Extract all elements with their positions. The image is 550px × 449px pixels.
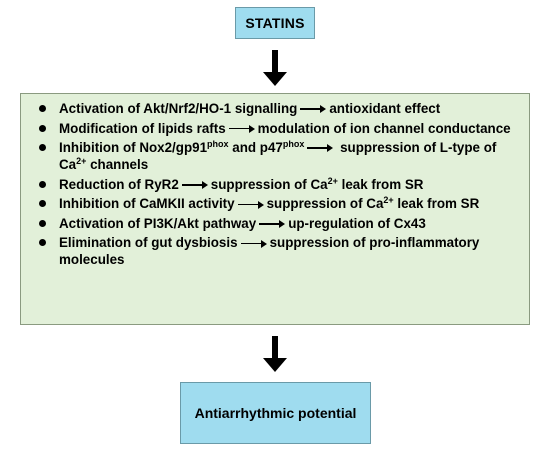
down-arrow-icon — [263, 336, 287, 372]
right-arrow-icon — [240, 239, 267, 249]
down-arrow-icon — [263, 50, 287, 86]
mechanism-effect-continued: leak from SR — [393, 196, 480, 212]
mechanism-cause: Modification of lipids rafts — [59, 120, 226, 136]
mechanism-item: Inhibition of CaMKII activity suppression… — [39, 195, 521, 212]
mechanism-item: Activation of PI3K/Akt pathway up-regulat… — [39, 215, 521, 232]
mechanism-effect: suppression of Ca — [266, 196, 384, 212]
mechanism-effect-superscript: 2+ — [76, 156, 87, 167]
right-arrow-icon — [300, 104, 327, 114]
right-arrow-icon — [307, 143, 334, 153]
mechanism-cause: Inhibition of CaMKII activity — [59, 196, 235, 212]
mechanism-item: Inhibition of Nox2/gp91phox and p47phox … — [39, 139, 521, 173]
mechanisms-list: Activation of Akt/Nrf2/HO-1 signalling an… — [39, 100, 521, 269]
bullet-icon — [39, 124, 46, 132]
right-arrow-icon — [228, 124, 255, 134]
right-arrow-icon — [181, 180, 208, 190]
mechanism-effect-superscript: 2+ — [383, 195, 394, 206]
bullet-icon — [39, 180, 46, 188]
mechanism-item: Reduction of RyR2 suppression of Ca2+ lea… — [39, 176, 521, 193]
mechanism-cause: Inhibition of Nox2/gp91 — [59, 140, 208, 155]
mechanism-effect: antioxidant effect — [329, 101, 441, 116]
mechanism-effect: suppression of Ca — [210, 176, 328, 192]
mechanism-cause-continued: and p47 — [228, 140, 283, 155]
mechanisms-box: Activation of Akt/Nrf2/HO-1 signalling an… — [20, 93, 530, 325]
right-arrow-icon — [259, 219, 286, 229]
mechanism-effect: suppression of L-type of Ca — [59, 140, 497, 173]
mechanism-effect-continued: channels — [86, 157, 149, 173]
mechanism-effect-superscript: 2+ — [327, 175, 338, 186]
mechanism-cause-superscript: phox — [282, 139, 305, 149]
mechanism-effect: suppression of pro-inflammatory molecule… — [59, 235, 480, 268]
mechanism-cause: Activation of PI3K/Akt pathway — [59, 215, 257, 231]
bullet-icon — [39, 105, 46, 112]
antiarrhythmic-box: Antiarrhythmic potential — [180, 382, 371, 444]
bullet-icon — [39, 200, 46, 208]
bullet-icon — [39, 144, 46, 151]
statins-label: STATINS — [245, 15, 305, 31]
mechanism-effect: modulation of ion channel conductance — [257, 120, 511, 136]
mechanism-cause: Activation of Akt/Nrf2/HO-1 signalling — [59, 101, 298, 116]
statins-box: STATINS — [235, 7, 315, 39]
bullet-icon — [39, 219, 46, 227]
mechanism-item: Modification of lipids rafts modulation o… — [39, 120, 521, 137]
bullet-icon — [39, 239, 46, 247]
mechanism-cause: Elimination of gut dysbiosis — [59, 235, 238, 251]
mechanism-cause-superscript: phox — [207, 139, 229, 149]
antiarrhythmic-label: Antiarrhythmic potential — [194, 405, 357, 421]
mechanism-effect-continued: leak from SR — [337, 176, 424, 192]
mechanism-item: Activation of Akt/Nrf2/HO-1 signalling an… — [39, 100, 521, 117]
right-arrow-icon — [237, 200, 264, 210]
mechanism-cause: Reduction of RyR2 — [59, 176, 179, 192]
mechanism-effect: up-regulation of Cx43 — [288, 215, 426, 231]
